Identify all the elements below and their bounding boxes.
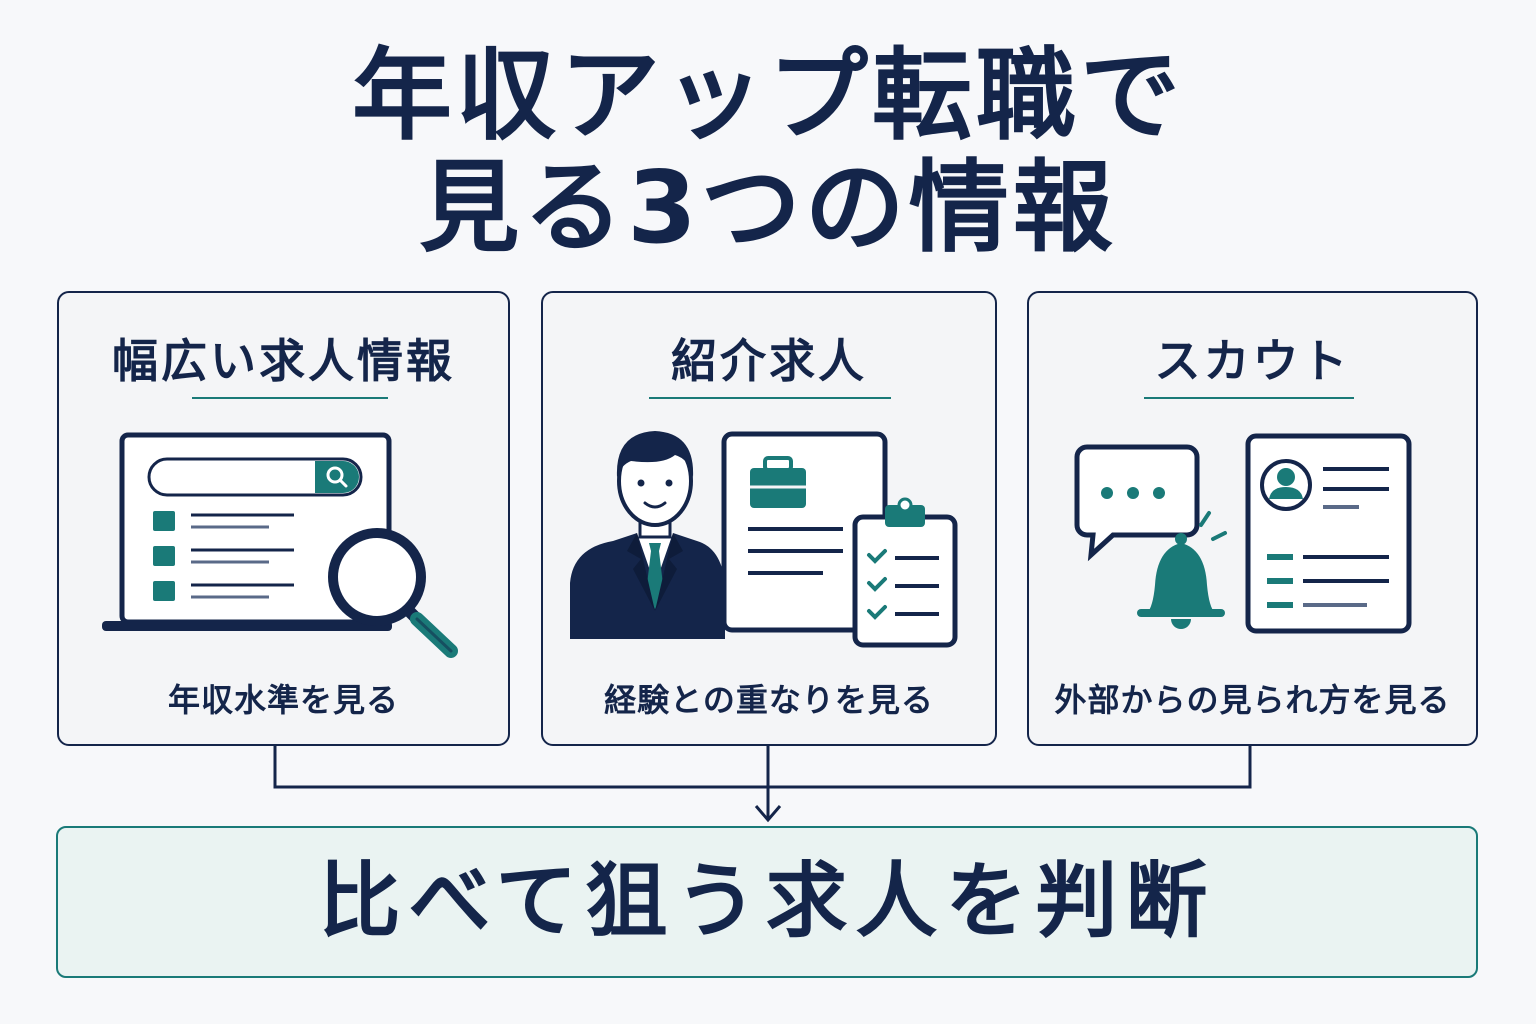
result-box: 比べて狙う求人を判断 (56, 826, 1478, 978)
title-underline (649, 397, 891, 399)
scout-notification-icon (1074, 433, 1412, 634)
laptop-search-icon (102, 432, 458, 658)
card-title: 紹介求人 (671, 334, 867, 388)
title-underline (1144, 397, 1354, 399)
card-referral-listings: 紹介求人 経験との重なりを見る (541, 291, 997, 746)
title-line-2: 見る3つの情報 (419, 149, 1117, 266)
title-line-1: 年収アップ転職で (352, 37, 1184, 154)
card-caption: 外部からの見られ方を見る (1054, 681, 1451, 719)
card-broad-listings: 幅広い求人情報 年収水準を見る (57, 291, 510, 746)
card-caption: 経験との重なりを見る (604, 681, 934, 719)
card-title: 幅広い求人情報 (112, 334, 455, 388)
card-scout: スカウト 外部からの見られ方を見る (1027, 291, 1478, 746)
title-underline (192, 397, 388, 399)
advisor-documents-icon (570, 431, 958, 648)
main-title: 年収アップ転職で 見る3つの情報 (0, 40, 1536, 264)
result-text: 比べて狙う求人を判断 (318, 854, 1216, 949)
card-caption: 年収水準を見る (167, 681, 399, 719)
card-title: スカウト (1154, 334, 1351, 388)
